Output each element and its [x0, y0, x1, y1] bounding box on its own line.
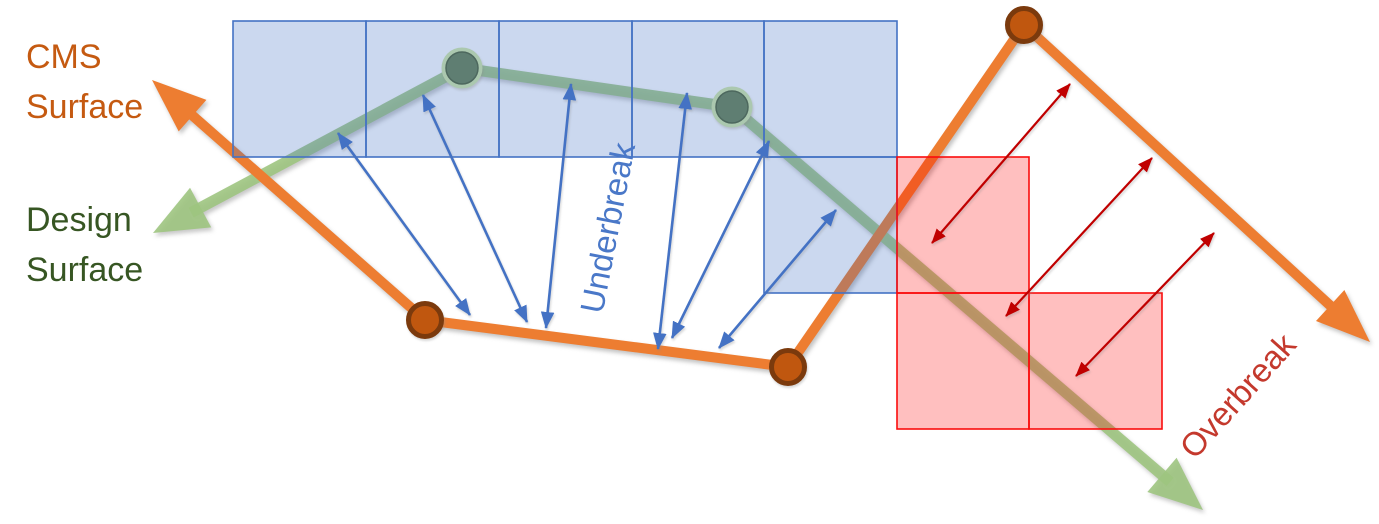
cms-surface-arrowhead — [1315, 290, 1370, 342]
overbreak-cell — [896, 156, 1030, 294]
underbreak-arrow — [421, 94, 529, 323]
cms-surface-label: CMS Surface — [26, 32, 143, 132]
design-surface-arrowhead — [1147, 457, 1203, 510]
cms-surface-label-line2: Surface — [26, 88, 144, 126]
design-surface-arrowhead — [153, 187, 212, 233]
design-surface-node — [445, 51, 479, 85]
cms-surface-label-line1: CMS — [26, 38, 102, 76]
measure-arrows-layer — [336, 83, 1215, 377]
cms-surface-node — [1005, 6, 1043, 44]
cms-surface-arrowhead — [152, 80, 207, 132]
underbreak-arrow — [540, 83, 577, 329]
underbreak-arrow — [718, 209, 837, 349]
grid-layer — [232, 20, 1163, 430]
cms-surface-node — [406, 301, 444, 339]
underbreak-arrow — [336, 132, 472, 316]
underbreak-cell — [763, 20, 898, 158]
underbreak-arrow — [670, 140, 771, 339]
cms-surface-node — [769, 348, 807, 386]
overbreak-arrow — [931, 83, 1071, 244]
overbreak-arrow — [1075, 232, 1215, 377]
nodes-layer — [406, 6, 1043, 386]
overbreak-cell — [1028, 292, 1163, 430]
design-surface-label-line2: Surface — [26, 251, 144, 289]
design-surface-line — [188, 62, 1174, 487]
design-surface-label-line1: Design — [26, 201, 132, 239]
underbreak-cell — [631, 20, 765, 158]
design-surface-node — [715, 90, 749, 124]
design-surface-label: Design Surface — [26, 195, 143, 295]
underbreak-cell — [365, 20, 500, 158]
underbreak-cell — [232, 20, 367, 158]
